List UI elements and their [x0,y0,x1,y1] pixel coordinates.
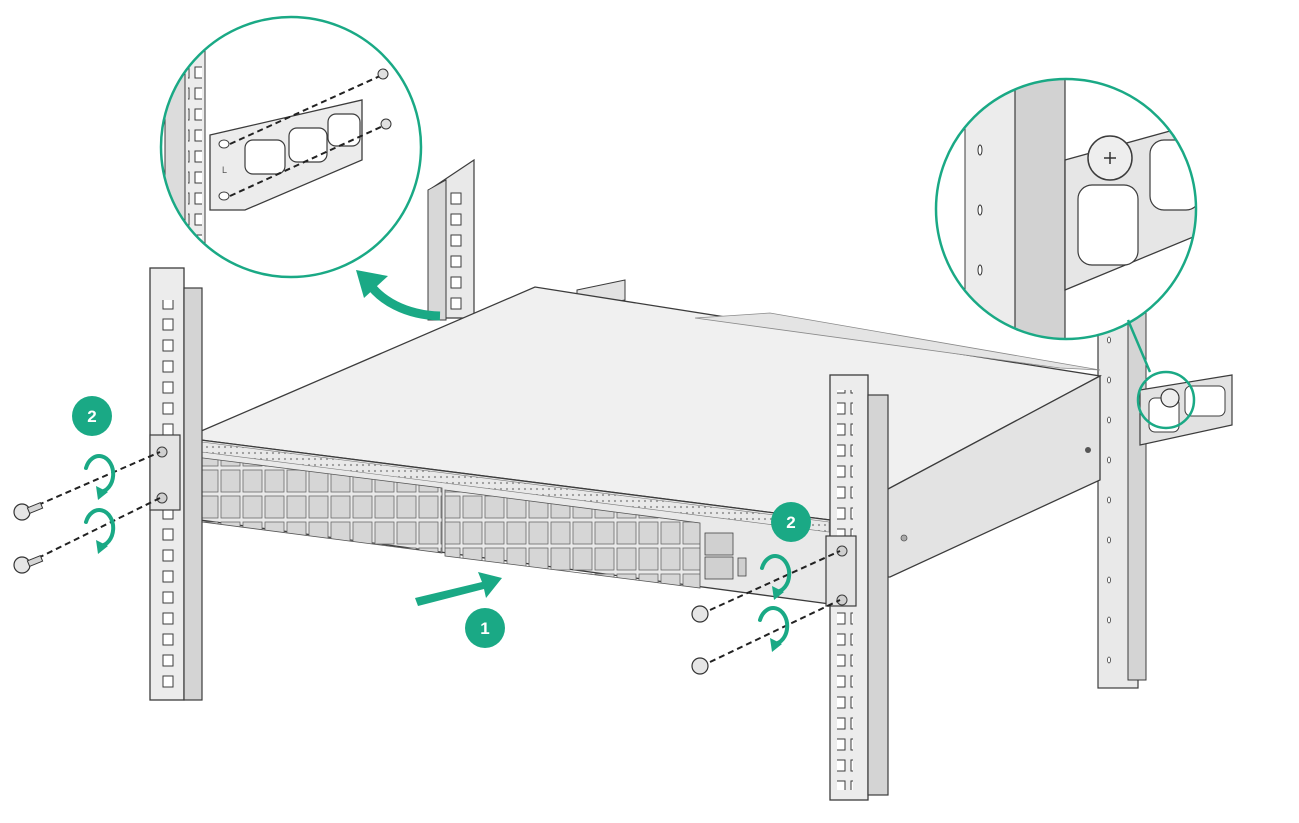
clockwise-rotate-icon [84,454,792,646]
zoom-callout-left: L [159,15,423,279]
step-badge-2-left-label: 2 [87,407,96,426]
front-rail-right [825,374,889,801]
screw-icon [13,554,44,574]
screws-left [13,451,161,574]
zoom-leader [1126,319,1196,430]
screw-icon [691,657,709,675]
step-badge-2-right-label: 2 [786,513,795,532]
rear-right-bracket [1139,374,1233,446]
step-badge-2-right: 2 [771,502,811,542]
screw-icon [13,501,44,521]
step-badge-1-label: 1 [480,619,489,638]
zoom-callout-right [934,77,1198,341]
bracket-marking: L [222,165,227,175]
switch-chassis [182,286,1103,605]
screw-icon [691,605,709,623]
rear-rail-right [1097,299,1147,689]
arrow-right-icon [415,572,502,606]
rotate-arrow-heads [96,486,784,652]
screws-right [691,550,841,675]
step-badge-1: 1 [465,608,505,648]
rear-rail-left [427,158,475,321]
curved-arrow-icon [356,270,441,321]
front-rail-left [149,267,203,701]
step-badge-2-left: 2 [72,396,112,436]
